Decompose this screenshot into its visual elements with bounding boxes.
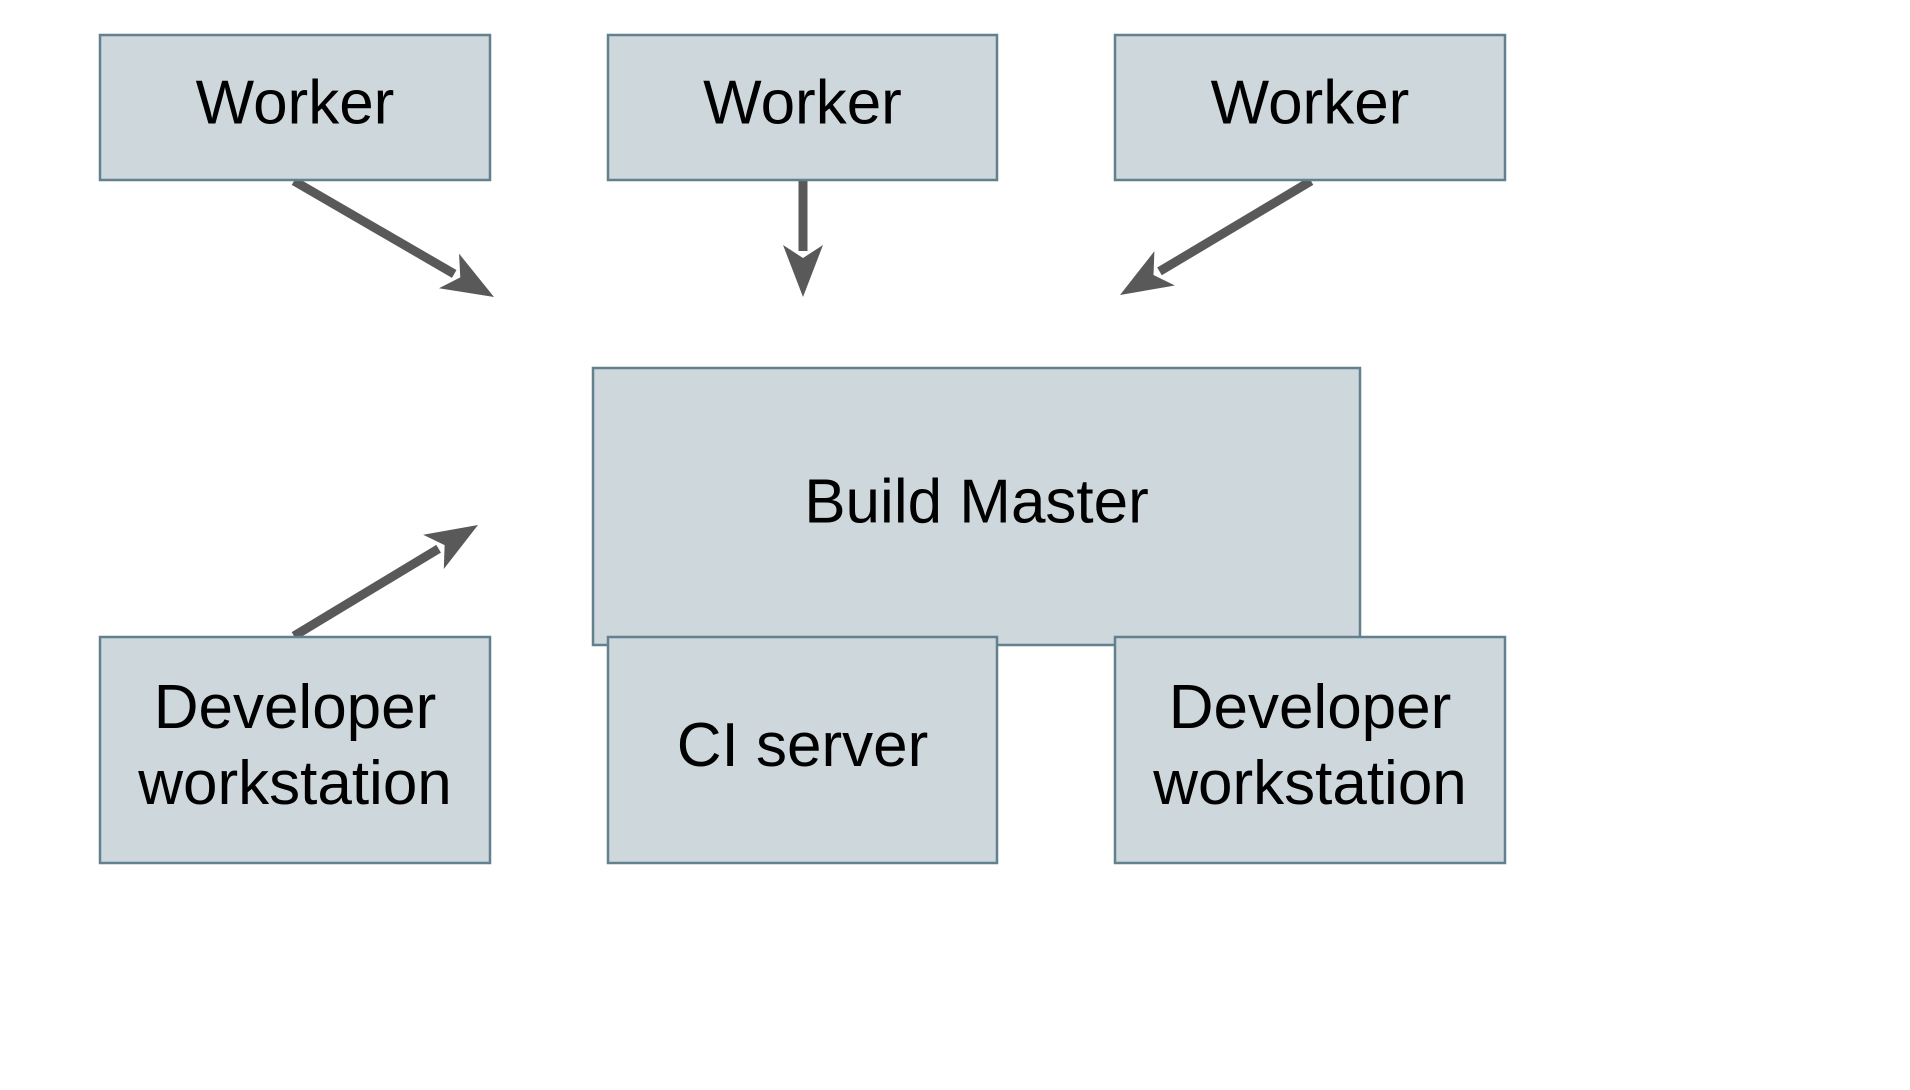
node-box[interactable] <box>606 33 999 182</box>
node-box[interactable] <box>98 635 492 865</box>
node-label-line: Build Master <box>804 468 1149 537</box>
node-label-line: Developer <box>154 673 437 742</box>
arrowhead-icon <box>438 253 494 297</box>
node-box[interactable] <box>1113 635 1507 865</box>
edge-3 <box>1120 177 1314 295</box>
arrowhead-icon <box>423 525 478 569</box>
node-label: Worker <box>1211 69 1410 138</box>
node-build-master[interactable]: Build Master <box>591 366 1362 647</box>
arrowhead-icon <box>783 245 823 297</box>
edge-1 <box>291 177 494 297</box>
node-box[interactable] <box>98 33 492 182</box>
node-label-line: Worker <box>703 69 902 138</box>
node-label: Developer workstation <box>137 673 452 818</box>
edge-4 <box>291 525 478 640</box>
edge-line <box>291 177 457 278</box>
node-label-line: CI server <box>677 711 928 780</box>
node-ci-server[interactable]: CI server <box>606 635 999 865</box>
node-box[interactable] <box>606 635 999 865</box>
node-worker-1[interactable]: Worker <box>98 33 492 182</box>
node-label-line: workstation <box>1152 749 1467 818</box>
node-label: Worker <box>196 69 395 138</box>
node-label-line: Developer <box>1169 673 1452 742</box>
node-box[interactable] <box>591 366 1362 647</box>
node-label: Worker <box>703 69 902 138</box>
node-label: Build Master <box>804 468 1149 537</box>
node-worker-2[interactable]: Worker <box>606 33 999 182</box>
node-box[interactable] <box>1113 33 1507 182</box>
edge-line <box>1157 177 1314 276</box>
node-label: Developer workstation <box>1152 673 1467 818</box>
node-developer-workstation-2[interactable]: Developer workstation <box>1113 635 1507 865</box>
edge-line <box>291 544 441 640</box>
node-label-line: Worker <box>1211 69 1410 138</box>
node-developer-workstation-1[interactable]: Developer workstation <box>98 635 492 865</box>
node-label-line: workstation <box>137 749 452 818</box>
node-label-line: Worker <box>196 69 395 138</box>
node-label: CI server <box>677 711 928 780</box>
edge-2 <box>783 181 823 297</box>
node-worker-3[interactable]: Worker <box>1113 33 1507 182</box>
arrowhead-icon <box>1120 251 1175 295</box>
